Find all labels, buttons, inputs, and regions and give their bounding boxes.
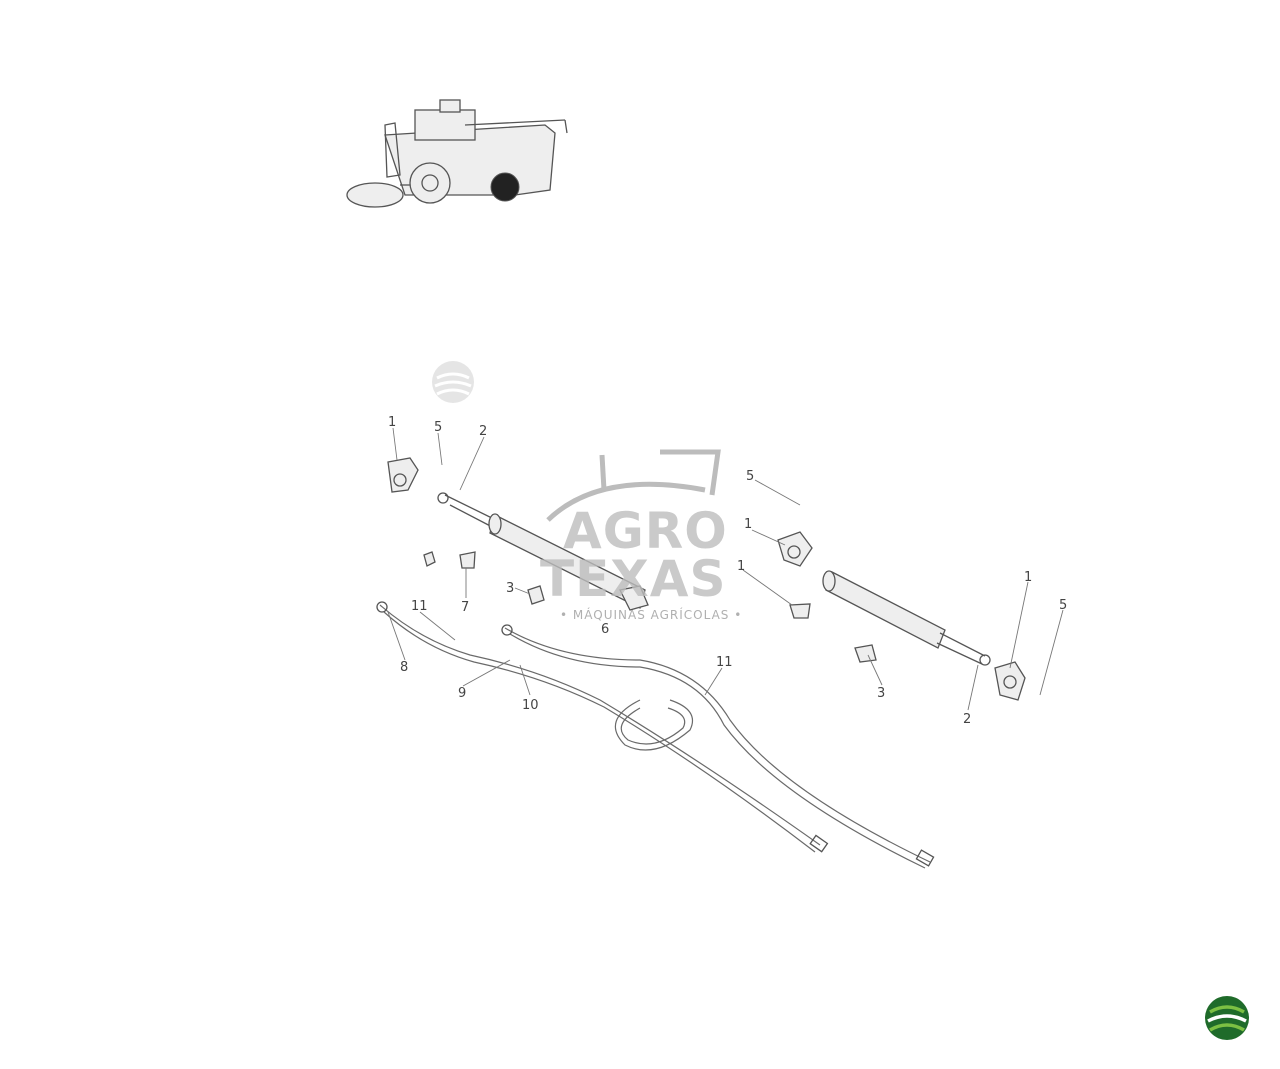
watermark-tagline: • MÁQUINAS AGRÍCOLAS • <box>560 607 742 622</box>
callout-10: 10 <box>522 698 539 713</box>
combine-harvester-icon <box>346 99 568 208</box>
callout-6: 6 <box>601 622 609 637</box>
watermark-brand-line2: TEXAS <box>540 550 727 608</box>
callout-5: 5 <box>1059 598 1067 613</box>
callout-1: 1 <box>744 517 752 532</box>
callout-2: 2 <box>963 712 971 727</box>
callout-9: 9 <box>458 686 466 701</box>
callout-3: 3 <box>506 581 514 596</box>
callout-5: 5 <box>746 469 754 484</box>
leader-lines <box>387 427 1064 711</box>
callout-7: 7 <box>461 600 469 615</box>
callout-2: 2 <box>479 424 487 439</box>
hydraulic-cylinder-left <box>437 492 646 609</box>
callout-1: 1 <box>1024 570 1032 585</box>
agrotexas-logo-icon <box>432 361 474 403</box>
callout-11: 11 <box>716 655 733 670</box>
watermark: AGRO TEXAS • MÁQUINAS AGRÍCOLAS • <box>540 449 742 622</box>
callout-1: 1 <box>388 415 396 430</box>
agrotexas-logo-icon <box>1205 996 1249 1040</box>
callout-5: 5 <box>434 420 442 435</box>
watermark-brand-line1: AGRO <box>563 502 728 560</box>
callout-1: 1 <box>737 559 745 574</box>
hydraulic-hoses <box>376 601 935 869</box>
callout-labels: 1 5 2 5 1 1 1 5 2 3 3 6 7 8 11 9 10 11 <box>388 415 1067 727</box>
fitting-parts <box>387 457 1026 701</box>
tractor-outline-icon <box>546 449 721 522</box>
callout-11: 11 <box>411 599 428 614</box>
callout-8: 8 <box>400 660 408 675</box>
callout-3: 3 <box>877 686 885 701</box>
hydraulic-cylinder-right <box>822 570 991 666</box>
